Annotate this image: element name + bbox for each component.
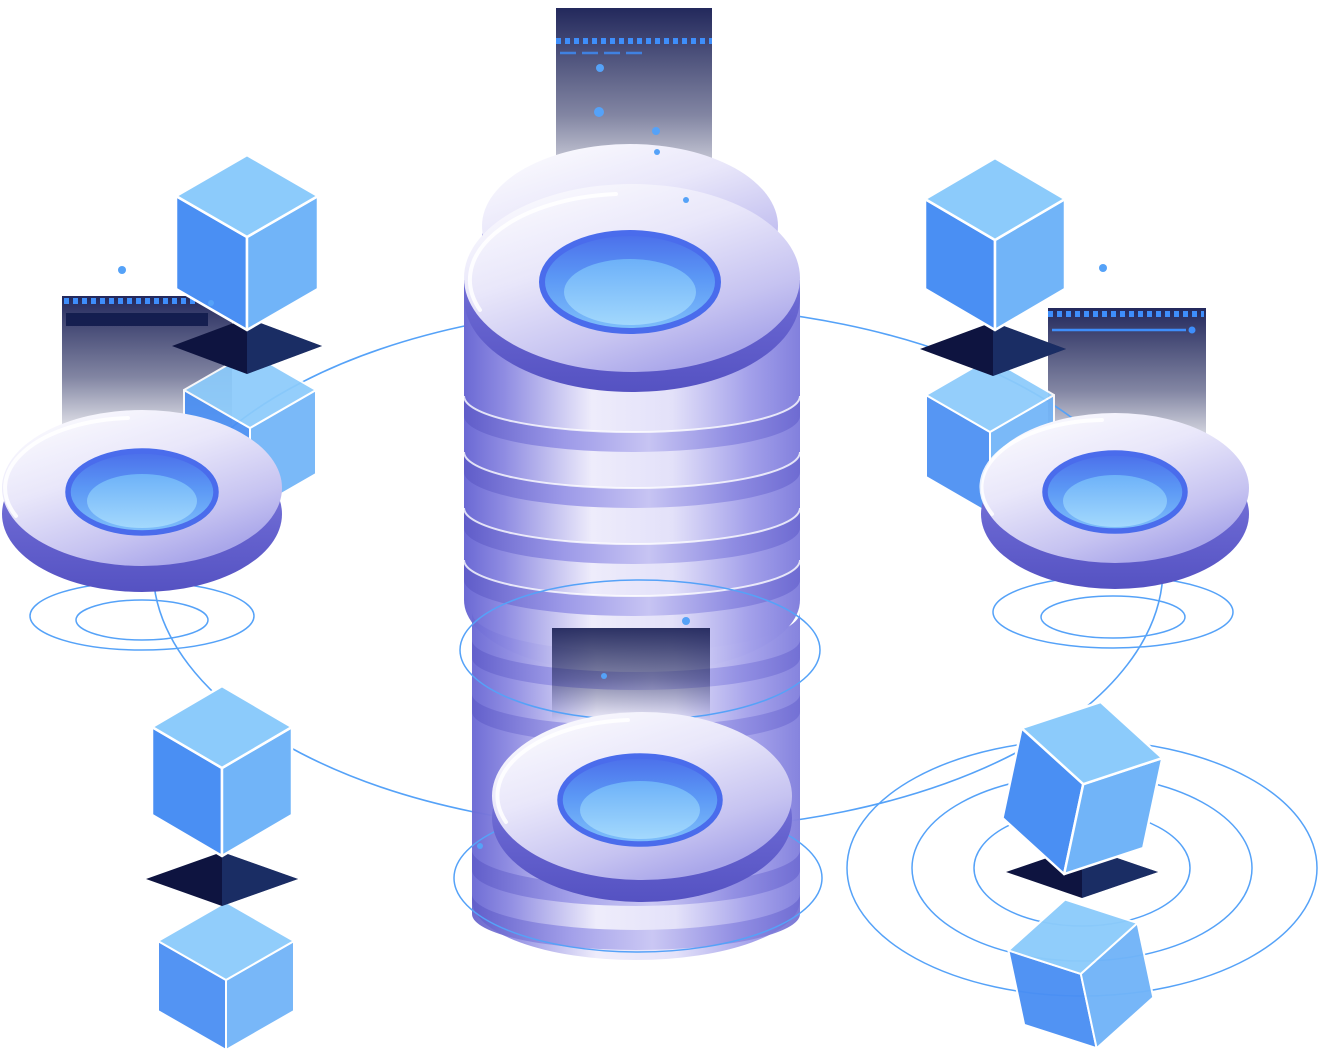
floating-dot <box>601 673 607 679</box>
diamond-sheen <box>247 318 322 374</box>
cube-top-face <box>174 153 320 239</box>
cube-top-face <box>925 357 1055 433</box>
groove-highlight <box>463 395 801 433</box>
upper-cylinder-grooves <box>463 395 801 616</box>
cube-upper <box>174 153 320 332</box>
floating-dot <box>1099 264 1107 272</box>
banner-dark-bar <box>66 313 208 326</box>
cube-upper-tilted <box>1001 700 1164 876</box>
torus-hole-inner <box>580 781 700 839</box>
cube-top-face <box>1020 700 1164 786</box>
groove-highlight <box>463 559 801 597</box>
dark-diamond <box>920 322 1066 376</box>
torus-highlight <box>495 718 630 824</box>
torus-left <box>2 410 282 651</box>
lower-database-stack <box>453 579 823 960</box>
groove-highlight <box>463 451 801 489</box>
floating-dot <box>654 149 660 155</box>
cube-cluster-bottom-right <box>846 700 1318 1050</box>
under-ring-inner <box>75 599 209 641</box>
dark-diamond <box>172 318 322 374</box>
torus-highlight <box>979 418 1104 516</box>
floating-dot <box>596 64 604 72</box>
cube-top-face <box>157 901 295 981</box>
data-stream-lower-center <box>552 628 710 720</box>
cube-top-face <box>183 351 317 429</box>
groove-band <box>464 396 800 452</box>
torus-hole-inner <box>87 474 197 528</box>
groove-highlight <box>463 507 801 545</box>
floating-dot <box>652 127 660 135</box>
cube-lower <box>925 357 1055 515</box>
torus-right <box>979 413 1249 649</box>
groove-band <box>464 452 800 508</box>
floating-dots <box>118 64 1107 849</box>
banner-line-dot <box>1188 326 1196 334</box>
diamond-sheen <box>222 852 298 906</box>
floating-dot <box>682 617 690 625</box>
cube-top-face <box>923 156 1067 242</box>
floating-dot <box>683 197 689 203</box>
torus-highlight <box>3 416 130 518</box>
groove-band <box>464 508 800 564</box>
torus-hole-inner <box>1063 475 1167 527</box>
groove-band <box>472 894 800 950</box>
cube-top-face <box>150 684 294 770</box>
floating-dot <box>477 843 483 849</box>
under-ring-inner <box>1040 595 1186 639</box>
cube-top-face <box>1007 898 1139 975</box>
cube-cluster-top-right <box>920 156 1067 515</box>
cube-lower-tilted <box>1007 898 1155 1050</box>
central-database-stack <box>453 144 823 960</box>
bottom-torus <box>492 712 792 902</box>
torus-hole-inner <box>564 259 696 325</box>
cube-upper <box>923 156 1067 332</box>
cube-upper <box>150 684 294 858</box>
cube-lower <box>157 901 295 1051</box>
cube-cluster-bottom-left <box>146 684 298 1051</box>
main-top-torus <box>464 184 800 392</box>
groove-band <box>464 560 800 616</box>
floating-dot <box>118 266 126 274</box>
diamond-sheen <box>993 322 1066 376</box>
torus-highlight <box>467 192 618 312</box>
groove-band <box>472 850 800 906</box>
dark-diamond <box>146 852 298 906</box>
floating-dot <box>208 300 214 306</box>
floating-dot <box>594 107 604 117</box>
